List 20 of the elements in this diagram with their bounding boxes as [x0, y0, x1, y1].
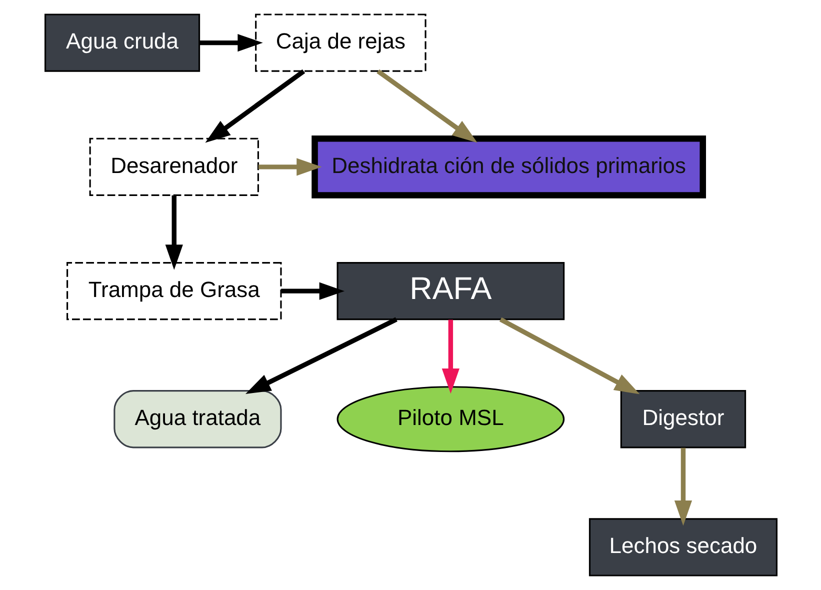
- arrow: [164, 195, 182, 270]
- arrow: [258, 158, 322, 176]
- node-box: RAFA: [336, 262, 564, 320]
- node-box: Agua cruda: [44, 14, 200, 72]
- arrow: [199, 34, 262, 52]
- node-box: Digestor: [620, 390, 746, 448]
- node-box: Lechos secado: [588, 518, 777, 576]
- arrow: [244, 317, 397, 394]
- arrow: [280, 282, 344, 300]
- arrow: [674, 448, 692, 526]
- node-box: Deshidrata ción de sólidos primarios: [311, 136, 706, 198]
- node-box: Trampa de Grasa: [66, 262, 282, 320]
- arrow: [204, 69, 305, 143]
- arrow: [441, 320, 459, 394]
- node-box: Agua tratada: [113, 390, 282, 448]
- node-box: Desarenador: [88, 138, 258, 196]
- arrow: [376, 69, 477, 143]
- arrow: [498, 317, 640, 394]
- node-box: Caja de rejas: [254, 14, 426, 72]
- node-ellipse: Piloto MSL: [336, 386, 564, 452]
